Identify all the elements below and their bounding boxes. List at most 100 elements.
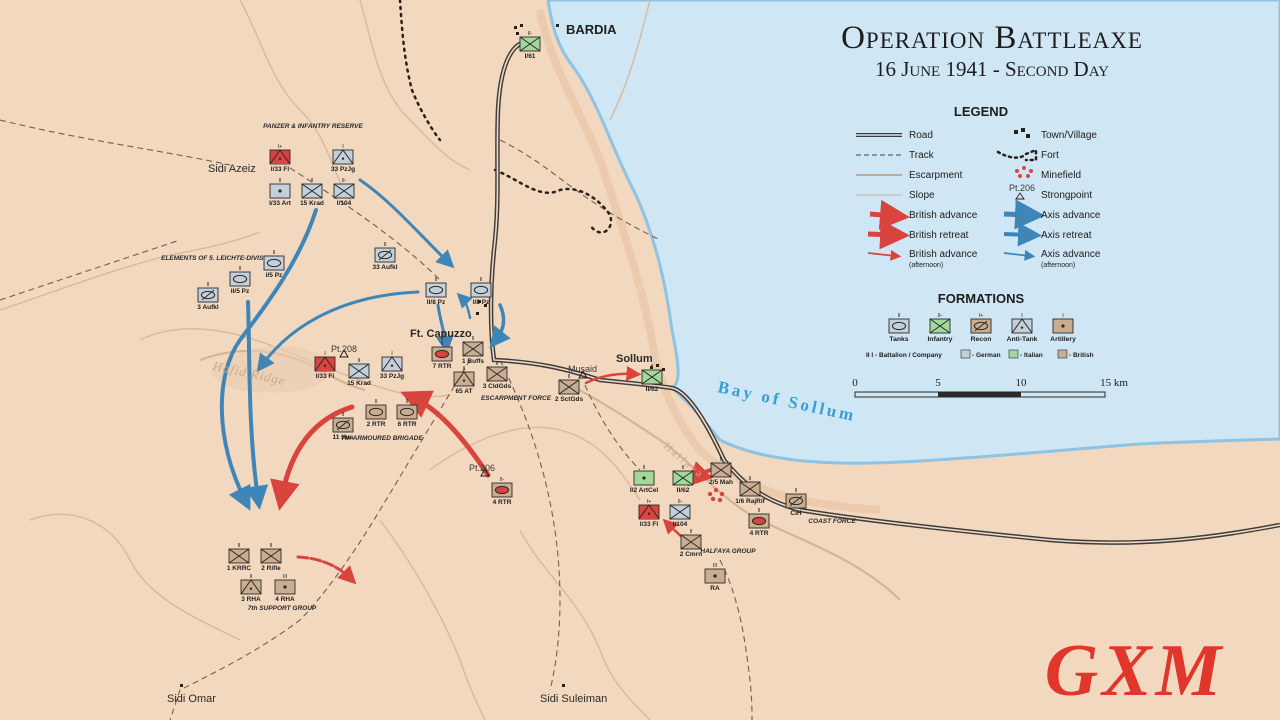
unit-echelon: I: [342, 144, 344, 150]
label-sidi-omar: Sidi Omar: [167, 693, 216, 705]
unit-echelon: II: [681, 465, 685, 471]
roads: [488, 39, 1280, 545]
formation-legend: IITanksII-InfantryI+ReconIAnti-TankIArti…: [888, 313, 1076, 343]
unit-echelon: II: [719, 457, 723, 463]
unit-label: II/5 Pz: [231, 288, 250, 295]
unit-echelon: II: [794, 488, 798, 494]
group-escarpment-force: ESCARPMENT FORCE: [481, 395, 552, 402]
unit-7rtr: II7 RTR: [431, 341, 453, 370]
unit-label: I/33 Art: [269, 200, 292, 207]
svg-text:I: I: [1021, 313, 1023, 319]
label-pt208: Pt.208: [331, 344, 357, 354]
legend-british-advance: British advance: [909, 210, 978, 221]
label-pt206: Pt.206: [469, 463, 495, 473]
svg-text:II: II: [897, 313, 901, 319]
svg-text:I+: I+: [979, 313, 984, 319]
label-sidi-suleiman: Sidi Suleiman: [540, 693, 607, 705]
unit-echelon: II-: [500, 477, 505, 483]
formation-label: Recon: [971, 336, 992, 343]
label-sidi-azeiz: Sidi Azeiz: [208, 163, 256, 175]
unit-label: 4 RTR: [493, 499, 512, 506]
unit-box: [240, 579, 262, 595]
legend: LEGEND Road Track Escarpment Slope Briti…: [852, 104, 1128, 398]
unit-echelon: II: [689, 529, 693, 535]
unit-i2artcel: III/2 ArtCel: [630, 465, 658, 494]
formation-label: Tanks: [889, 336, 908, 343]
unit-label: RA: [710, 585, 720, 592]
unit-label: 3 CldGds: [483, 383, 512, 390]
unit-echelon: II: [495, 361, 499, 367]
echelon-note: II I - Battalion / Company: [866, 352, 942, 359]
unit-label: 33 PzJg: [331, 166, 355, 173]
legend-axis-advance: Axis advance: [1041, 210, 1101, 221]
unit-box: [365, 404, 387, 420]
legend-fort-icon: [996, 148, 1038, 162]
legend-road: Road: [909, 130, 933, 141]
unit-33pzjg-c: I33 PzJg: [380, 351, 404, 380]
unit-ra: III RA: [704, 563, 726, 592]
formation-antitank: I Anti-Tank: [1007, 313, 1038, 343]
legend-minefield-icon: [1015, 166, 1033, 178]
title-main: Operation Battleaxe: [841, 20, 1143, 56]
unit-label: 65 AT: [456, 388, 473, 395]
unit-echelon: II-: [678, 499, 683, 505]
unit-label: 1 KRRC: [227, 565, 252, 572]
unit-label: 2/5 Mah: [709, 479, 733, 486]
label-sollum: Sollum: [616, 353, 653, 365]
unit-label: 1 Buffs: [462, 358, 484, 365]
unit-16rajrif: II1/6 RajRif: [735, 476, 765, 505]
legend-symbols-right: Pt.206: [996, 128, 1045, 261]
unit-33aufkl: II 33 Aufkl: [372, 242, 397, 271]
legend-fort: Fort: [1041, 150, 1059, 161]
svg-text:I: I: [1062, 313, 1064, 319]
svg-text:II-: II-: [938, 313, 943, 319]
scale-tick-10: 10: [1016, 377, 1028, 389]
unit-label: I/33 Fl: [316, 373, 335, 380]
formation-label: Anti-Tank: [1007, 336, 1038, 343]
formation-label: Infantry: [928, 336, 953, 343]
group-7th-armoured: 7th ARMOURED BRIGADE: [341, 435, 423, 442]
unit-label: II/8 Pz: [427, 299, 446, 306]
legend-town: Town/Village: [1041, 130, 1097, 141]
unit-3aufkl-w: II3 Aufkl: [197, 282, 219, 311]
unit-label: 15 Krad: [347, 380, 371, 387]
unit-echelon: II: [405, 399, 409, 405]
unit-label: I/8 Pz: [473, 299, 490, 306]
unit-label: 2 SctGds: [555, 396, 584, 403]
nation-italian: - Italian: [1020, 352, 1043, 359]
unit-i33fl-h: I+I/33 Fl: [638, 499, 660, 528]
legend-british-advance-pm-note: (afternoon): [909, 262, 943, 269]
unit-i5pz: III/5 Pz: [263, 250, 285, 279]
unit-echelon: II: [757, 508, 761, 514]
unit-1buffs: II1 Buffs: [462, 336, 484, 365]
unit-2cmrn: II2 Cmrn: [680, 529, 702, 558]
legend-heading: LEGEND: [954, 104, 1008, 119]
unit-label: 33 Aufkl: [372, 264, 397, 271]
unit-echelon: II: [357, 358, 361, 364]
unit-box: [453, 371, 475, 387]
unit-echelon: II: [383, 242, 387, 248]
unit-label: 3 RHA: [241, 596, 261, 603]
legend-minefield: Minefield: [1041, 170, 1081, 181]
unit-label: 4 RTR: [750, 530, 769, 537]
unit-echelon: II: [249, 574, 253, 580]
unit-label: 3 Aufkl: [197, 304, 219, 311]
unit-label: II/62: [646, 386, 659, 393]
formation-infantry: II- Infantry: [928, 313, 953, 343]
group-labels: PANZER & INFANTRY RESERVE ELEMENTS OF 5.…: [161, 123, 856, 612]
unit-i104-n: II-I/104: [333, 178, 355, 207]
unit-echelon: II: [374, 399, 378, 405]
unit-label: I/33 Fl: [271, 166, 290, 173]
formation-tanks: II Tanks: [888, 313, 910, 343]
scale-bar: 0 5 10 15 km: [852, 377, 1128, 398]
unit-echelon: III: [713, 563, 718, 569]
unit-echelon: I: [391, 351, 393, 357]
unit-4rtr-w: II- 4 RTR: [491, 477, 513, 506]
legend-slope: Slope: [909, 190, 935, 201]
unit-label: I/2 ArtCel: [630, 487, 658, 494]
